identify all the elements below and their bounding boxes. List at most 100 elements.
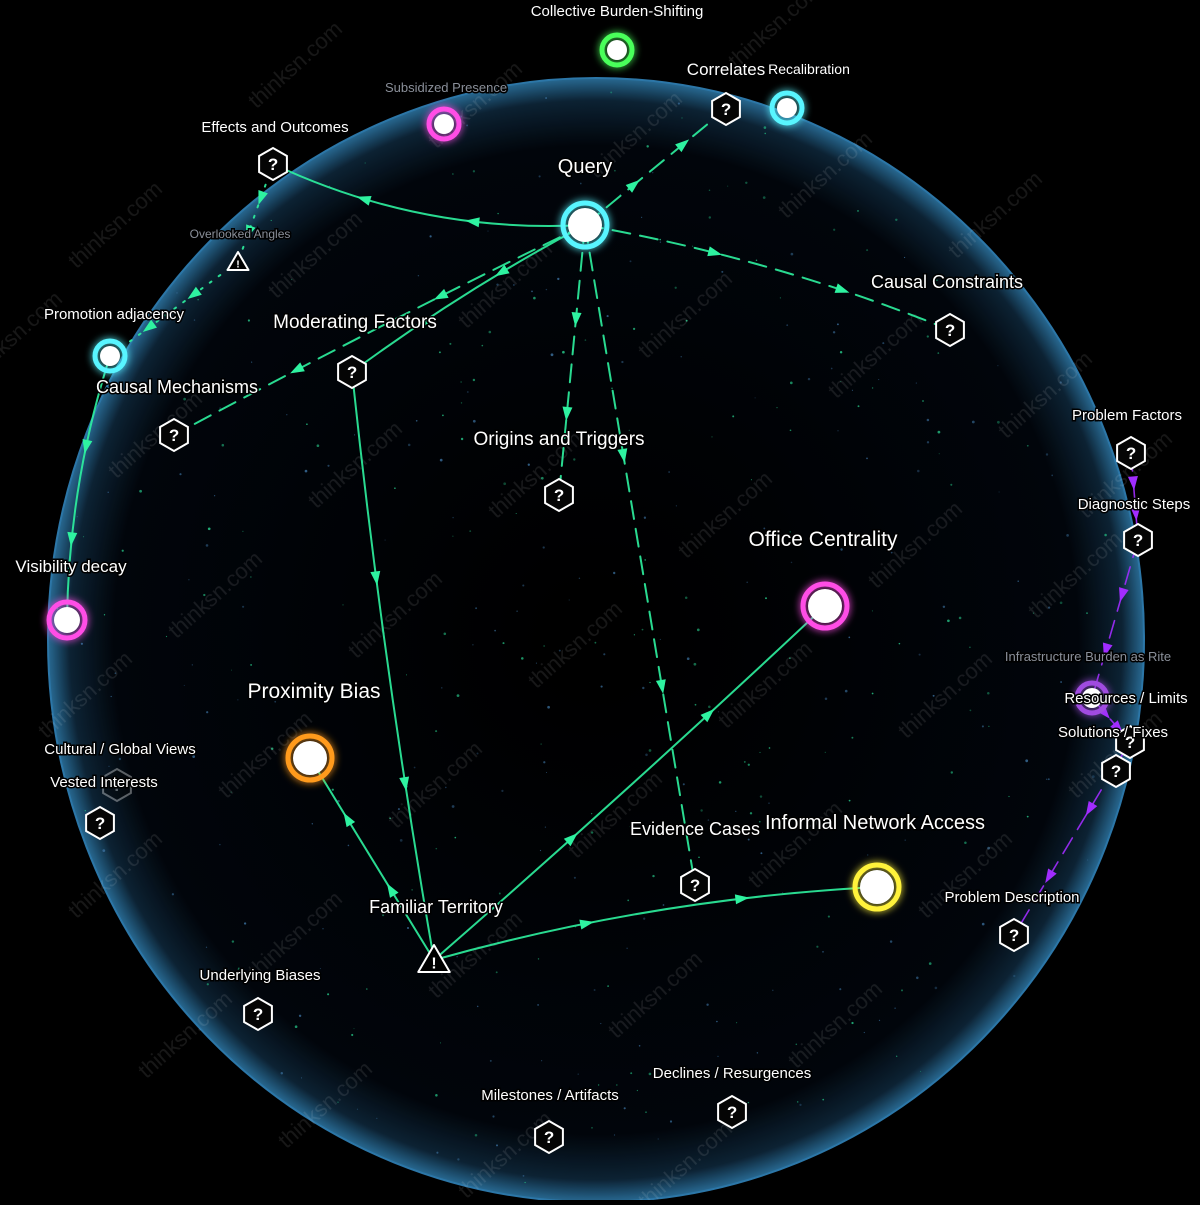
node-constraints[interactable]: ?Causal Constraints xyxy=(869,271,1025,348)
node-mechanisms[interactable]: ?Causal Mechanisms xyxy=(94,376,260,453)
node-evidence[interactable]: ?Evidence Cases xyxy=(628,818,762,903)
node-visibility[interactable]: Visibility decay xyxy=(14,556,129,641)
star xyxy=(680,356,682,358)
node-moderating[interactable]: ?Moderating Factors xyxy=(272,311,438,390)
node-ring xyxy=(769,90,805,126)
node-correlates[interactable]: ?Correlates xyxy=(685,59,767,127)
star xyxy=(76,516,78,518)
node-problemdesc[interactable]: ?Problem Description xyxy=(943,888,1081,953)
node-effects[interactable]: ?Effects and Outcomes xyxy=(200,118,350,182)
svg-text:?: ? xyxy=(544,1128,554,1147)
star xyxy=(822,1098,825,1101)
question-hex-icon: ? xyxy=(999,917,1029,953)
star xyxy=(543,761,546,764)
star xyxy=(1026,815,1029,818)
link-arrow xyxy=(494,264,510,277)
node-label: Cultural / Global Views xyxy=(44,741,195,758)
star xyxy=(851,389,853,391)
node-proximity[interactable]: Proximity Bias xyxy=(246,679,382,783)
star xyxy=(755,259,758,262)
link-familiar-proximity xyxy=(309,757,435,961)
star xyxy=(152,781,155,784)
node-recalibration[interactable]: Recalibration xyxy=(767,60,851,126)
svg-text:?: ? xyxy=(95,814,105,833)
star xyxy=(83,536,85,538)
node-subsidized[interactable]: Subsidized Presence xyxy=(383,79,509,142)
svg-text:?: ? xyxy=(1125,733,1135,752)
star xyxy=(600,1023,602,1025)
star xyxy=(675,505,677,507)
star xyxy=(867,854,869,856)
star xyxy=(866,249,869,252)
node-biases[interactable]: ?Underlying Biases xyxy=(198,966,322,1032)
node-diagnostic[interactable]: ?Diagnostic Steps xyxy=(1076,495,1192,558)
star xyxy=(890,551,893,554)
node-office[interactable]: Office Centrality xyxy=(747,527,899,631)
node-familiar[interactable]: ! Familiar Territory xyxy=(368,896,504,973)
star xyxy=(799,1103,802,1107)
link-familiar-informal xyxy=(433,886,878,961)
node-label: Causal Mechanisms xyxy=(96,377,258,397)
link-arrow xyxy=(246,224,256,240)
star xyxy=(238,967,240,969)
star xyxy=(1060,681,1063,683)
star xyxy=(964,841,967,845)
node-origins[interactable]: ?Origins and Triggers xyxy=(472,428,646,513)
node-collective[interactable]: Collective Burden-Shifting xyxy=(529,2,705,68)
star xyxy=(206,711,209,714)
question-hex-icon: ? xyxy=(534,1119,564,1155)
star xyxy=(706,1003,709,1006)
star xyxy=(621,360,624,364)
star xyxy=(578,577,581,580)
node-query[interactable]: Query xyxy=(556,155,614,250)
star xyxy=(110,695,112,698)
svg-text:?: ? xyxy=(347,363,357,382)
star xyxy=(747,1101,750,1104)
link-arrow xyxy=(579,919,595,930)
node-infra[interactable]: Infrastructure Burden as Rite xyxy=(1003,648,1172,666)
star xyxy=(988,725,990,727)
star xyxy=(1045,453,1049,456)
star xyxy=(790,561,793,564)
node-problemfactors[interactable]: ?Problem Factors xyxy=(1070,406,1184,471)
link-query-correlates xyxy=(584,108,727,226)
star xyxy=(786,324,789,327)
svg-text:!: ! xyxy=(431,955,436,972)
star xyxy=(557,277,560,281)
node-overlooked[interactable]: !Overlooked Angles xyxy=(188,226,292,271)
star xyxy=(192,755,196,758)
star xyxy=(745,181,748,185)
node-ring xyxy=(560,200,610,250)
star xyxy=(438,351,441,354)
star xyxy=(404,899,408,903)
node-milestones[interactable]: ?Milestones / Artifacts xyxy=(480,1086,620,1155)
node-informal[interactable]: Informal Network Access xyxy=(763,811,987,912)
star xyxy=(451,805,455,808)
warning-triangle-icon: ! xyxy=(226,251,250,271)
star xyxy=(213,495,216,497)
node-promotion[interactable]: Promotion adjacency xyxy=(42,305,186,374)
link-arrow xyxy=(356,196,372,206)
star xyxy=(645,753,648,757)
node-vested[interactable]: ?Vested Interests xyxy=(49,773,159,841)
watermark: thinksn.com xyxy=(243,16,347,113)
node-resources[interactable]: Resources / Limits xyxy=(1063,680,1189,716)
link-arrow xyxy=(343,812,356,828)
node-declines[interactable]: ?Declines / Resurgences xyxy=(651,1064,813,1130)
star xyxy=(533,296,536,300)
star xyxy=(684,596,688,600)
star xyxy=(674,286,677,289)
star xyxy=(597,1084,600,1086)
star xyxy=(545,97,548,99)
star xyxy=(280,1071,284,1075)
star xyxy=(435,730,438,733)
node-solutions[interactable]: ?Solutions / Fixes xyxy=(1056,723,1170,760)
star xyxy=(413,766,416,769)
node-cultural[interactable]: ?Cultural / Global Views xyxy=(43,740,197,803)
star xyxy=(764,132,766,135)
star xyxy=(547,705,550,709)
star xyxy=(839,988,842,991)
node-solutions2[interactable]: ? xyxy=(1101,753,1131,789)
node-label: Familiar Territory xyxy=(369,897,503,917)
